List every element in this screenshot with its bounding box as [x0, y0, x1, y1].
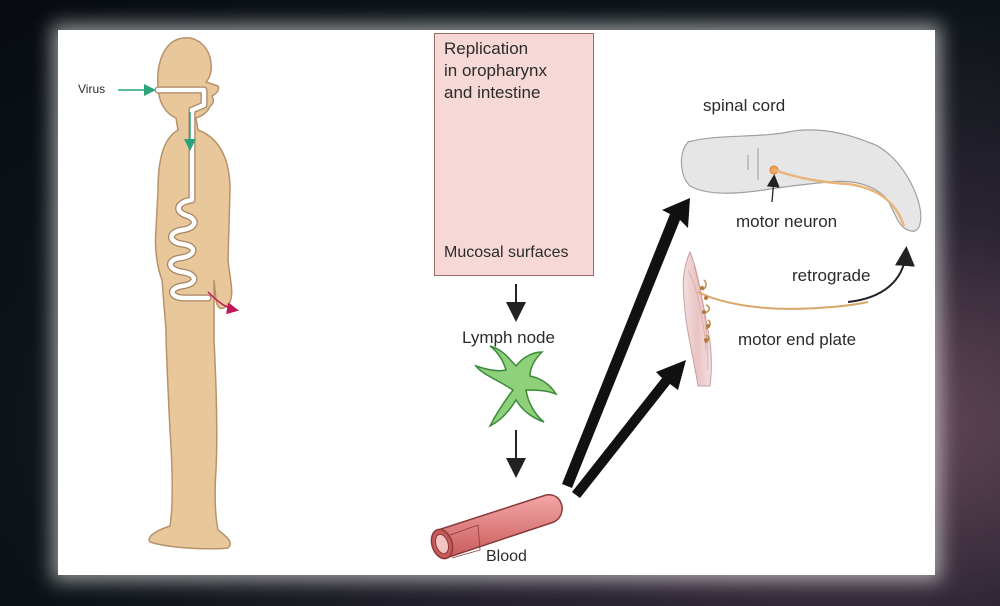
virus-exit-arrow	[207, 291, 239, 315]
diagram-panel: Virus Replication in oropharynx and inte…	[58, 30, 935, 575]
mucosal-label: Mucosal surfaces	[444, 244, 569, 261]
arrow-to-spinal-cord	[562, 198, 690, 488]
replication-title: Replication in oropharynx and intestine	[444, 38, 547, 104]
human-body-silhouette	[148, 37, 233, 550]
arrow-to-motor-end-plate	[572, 360, 686, 498]
lymph-cell	[473, 345, 558, 428]
replication-box	[434, 33, 594, 276]
virus-label: Virus	[78, 82, 106, 96]
replication-line-1: Replication	[444, 39, 529, 58]
blood-label: Blood	[486, 548, 527, 565]
lymph-node-label: Lymph node	[462, 328, 555, 347]
muscle-fiber	[682, 250, 869, 387]
motor-neuron-label: motor neuron	[736, 212, 838, 231]
spinal-cord-section	[680, 129, 922, 232]
motor-end-plate-label: motor end plate	[738, 330, 857, 349]
retrograde-arrow	[847, 246, 915, 303]
spinal-cord-label: spinal cord	[703, 96, 786, 115]
replication-line-3: and intestine	[444, 83, 541, 102]
blood-vessel	[430, 494, 563, 560]
replication-line-2: in oropharynx	[444, 61, 548, 80]
retrograde-label: retrograde	[792, 266, 871, 285]
